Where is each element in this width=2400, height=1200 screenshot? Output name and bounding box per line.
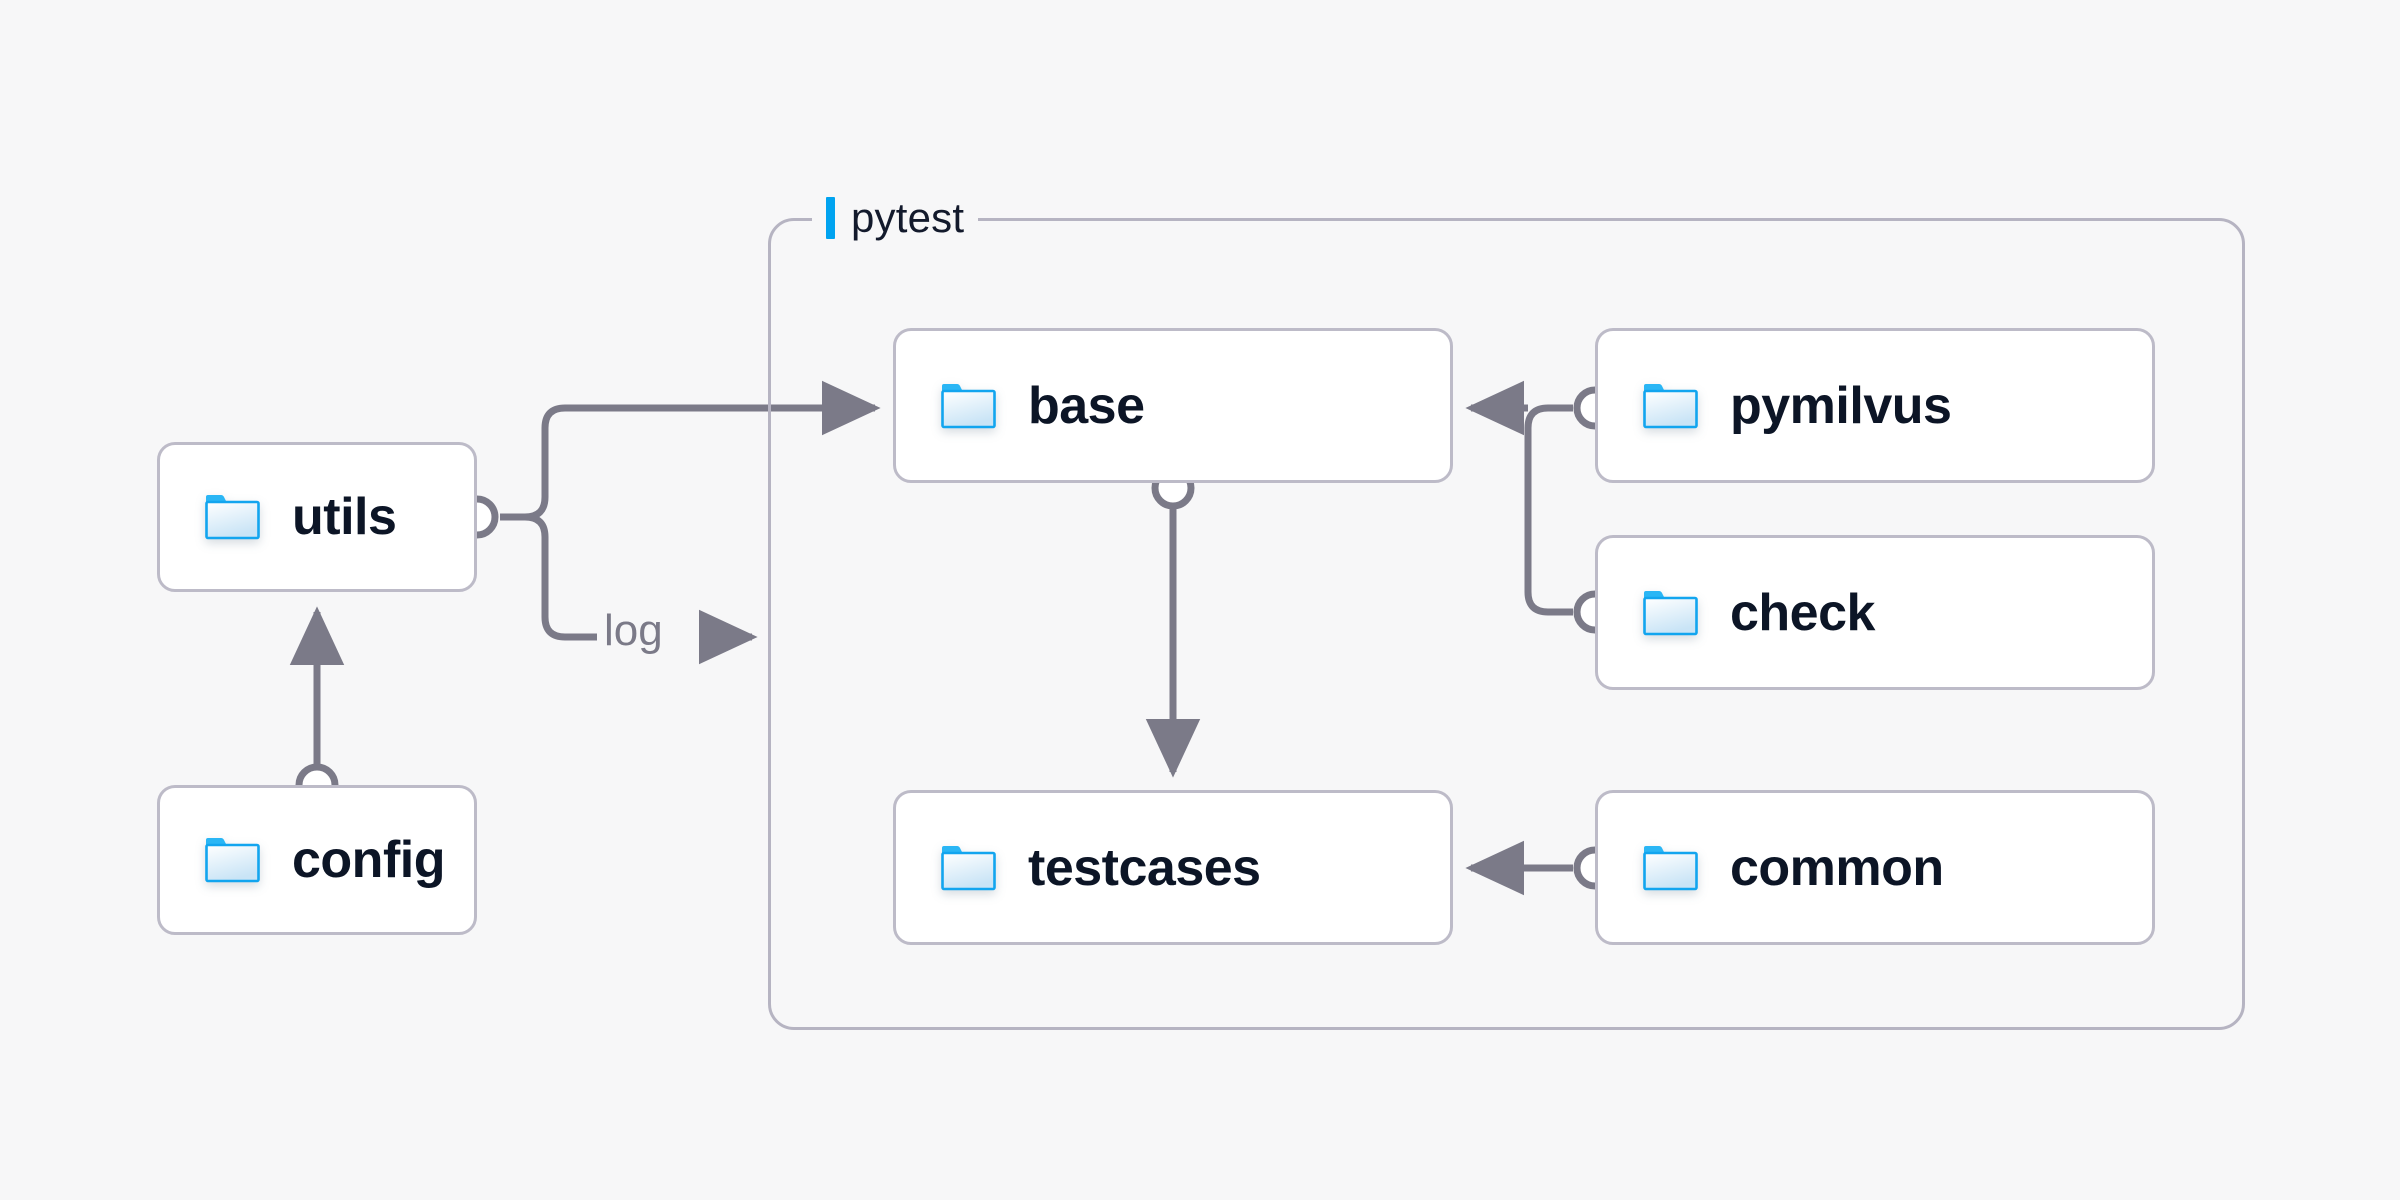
node-utils[interactable]: utils [157, 442, 477, 592]
node-label: testcases [1028, 838, 1261, 897]
node-label: base [1028, 376, 1145, 435]
node-label: common [1730, 838, 1944, 897]
group-pytest[interactable] [768, 218, 2245, 1030]
node-label: utils [292, 488, 397, 546]
edge-label-log: log [604, 606, 663, 655]
node-label: config [292, 831, 445, 889]
group-pytest-title: pytest [812, 190, 979, 246]
node-check[interactable]: check [1595, 535, 2155, 690]
node-config[interactable]: config [157, 785, 477, 935]
folder-icon [205, 495, 260, 540]
node-label: pymilvus [1730, 376, 1952, 435]
edge-utils-to-log [500, 513, 597, 641]
folder-icon [1643, 590, 1698, 635]
folder-icon [941, 845, 996, 890]
group-title-label: pytest [851, 194, 965, 241]
folder-icon [205, 838, 260, 883]
folder-icon [941, 383, 996, 428]
node-base[interactable]: base [893, 328, 1453, 483]
accent-bar-icon [826, 197, 835, 239]
node-label: check [1730, 583, 1875, 642]
folder-icon [1643, 845, 1698, 890]
node-pymilvus[interactable]: pymilvus [1595, 328, 2155, 483]
node-common[interactable]: common [1595, 790, 2155, 945]
node-testcases[interactable]: testcases [893, 790, 1453, 945]
folder-icon [1643, 383, 1698, 428]
